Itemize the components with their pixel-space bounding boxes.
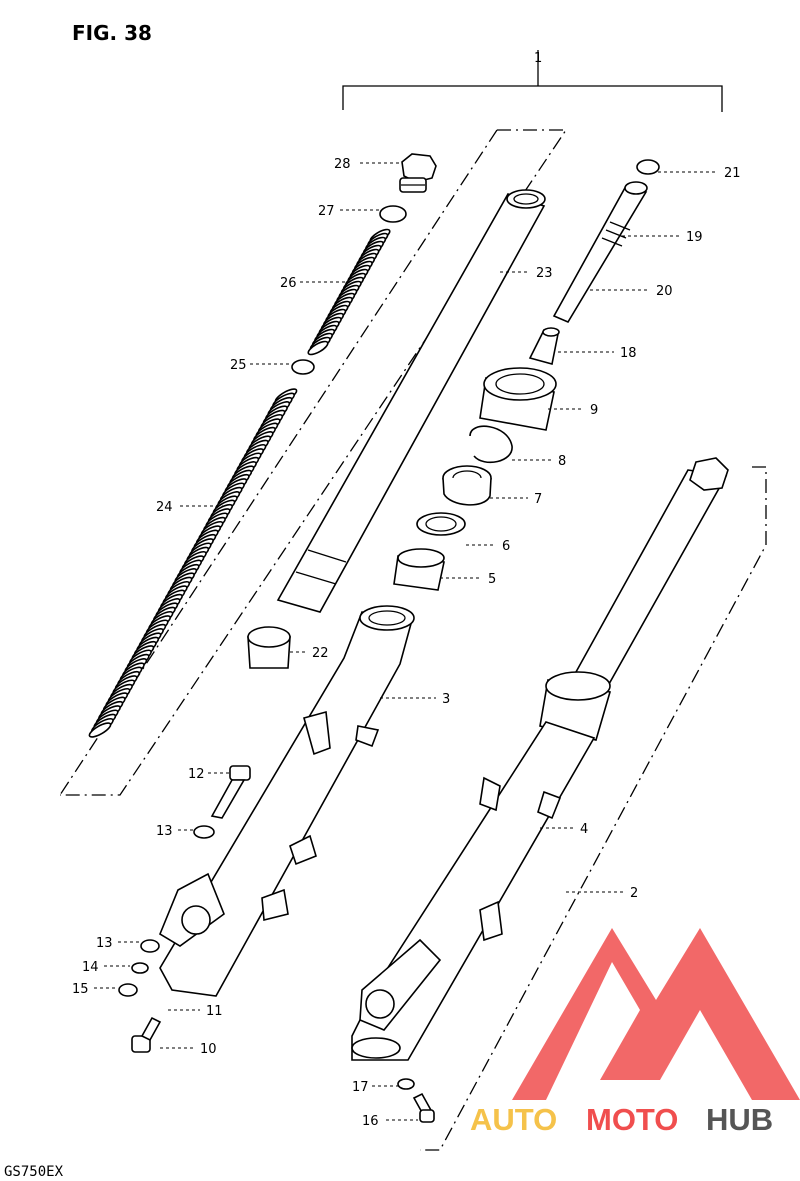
- automotohub-logo: AUTO MOTO HUB: [470, 928, 800, 1137]
- damper-rod-part: [552, 181, 648, 324]
- callout-4: 4: [580, 822, 588, 837]
- callout-20: 20: [656, 284, 673, 299]
- stopper-ring-part: [469, 425, 513, 464]
- washer-upper-part: [193, 825, 215, 839]
- spring-washer-part: [291, 359, 315, 375]
- damper-nut-part: [636, 159, 660, 175]
- right-fork-assembly-part: [351, 457, 729, 1061]
- gasket-part: [397, 1078, 415, 1090]
- o-ring-part: [379, 205, 407, 223]
- inner-group-outline: [60, 129, 568, 796]
- model-code: GS750EX: [4, 1164, 64, 1180]
- oil-seal-part: [442, 465, 492, 506]
- inner-tube-part: [276, 189, 546, 613]
- callout-7: 7: [534, 492, 542, 507]
- oil-seal-retainer-part: [416, 512, 466, 536]
- callout-13-lower: 13: [96, 936, 113, 951]
- callout-25: 25: [230, 358, 247, 373]
- callout-24: 24: [156, 500, 173, 515]
- callout-21: 21: [724, 166, 741, 181]
- callout-12: 12: [188, 767, 205, 782]
- lock-washer-part: [131, 962, 149, 974]
- callout-9: 9: [590, 403, 598, 418]
- callout-27: 27: [318, 204, 335, 219]
- short-spring-part: [307, 228, 391, 356]
- callout-3: 3: [442, 692, 450, 707]
- callout-1: 1: [534, 51, 542, 66]
- washer-lower-part: [140, 939, 160, 953]
- bushing-part: [247, 626, 291, 669]
- callout-15: 15: [72, 982, 89, 997]
- callout-22: 22: [312, 646, 329, 661]
- left-outer-tube-part: [158, 605, 415, 997]
- nut-part: [118, 983, 138, 997]
- callout-5: 5: [488, 572, 496, 587]
- cap-bolt-part: [399, 153, 437, 193]
- callout-2: 2: [630, 886, 638, 901]
- assembly-bracket: [342, 50, 723, 112]
- logo-word-auto: AUTO: [470, 1102, 557, 1137]
- fork-drain-screw-part: [412, 1092, 435, 1123]
- figure-title: FIG. 38: [72, 21, 152, 45]
- leader-lines: [94, 162, 718, 1121]
- callout-16: 16: [362, 1114, 379, 1129]
- oil-lock-piece-part: [528, 327, 560, 365]
- drain-bolt-part: [131, 1016, 162, 1053]
- callout-11: 11: [206, 1004, 223, 1019]
- outer-group-outline: [420, 466, 767, 1151]
- callout-18: 18: [620, 346, 637, 361]
- callout-23: 23: [536, 266, 553, 281]
- callout-28: 28: [334, 157, 351, 172]
- callout-19: 19: [686, 230, 703, 245]
- holder-bolt-part: [210, 765, 251, 819]
- logo-word-hub: HUB: [706, 1102, 773, 1137]
- callout-6: 6: [502, 539, 510, 554]
- callout-26: 26: [280, 276, 297, 291]
- callout-13-upper: 13: [156, 824, 173, 839]
- dust-seal-part: [479, 367, 557, 431]
- callout-8: 8: [558, 454, 566, 469]
- guide-bushing-part: [393, 548, 445, 591]
- logo-word-moto: MOTO: [586, 1102, 678, 1137]
- long-spring-part: [88, 388, 298, 738]
- callout-14: 14: [82, 960, 99, 975]
- callout-10: 10: [200, 1042, 217, 1057]
- callout-17: 17: [352, 1080, 369, 1095]
